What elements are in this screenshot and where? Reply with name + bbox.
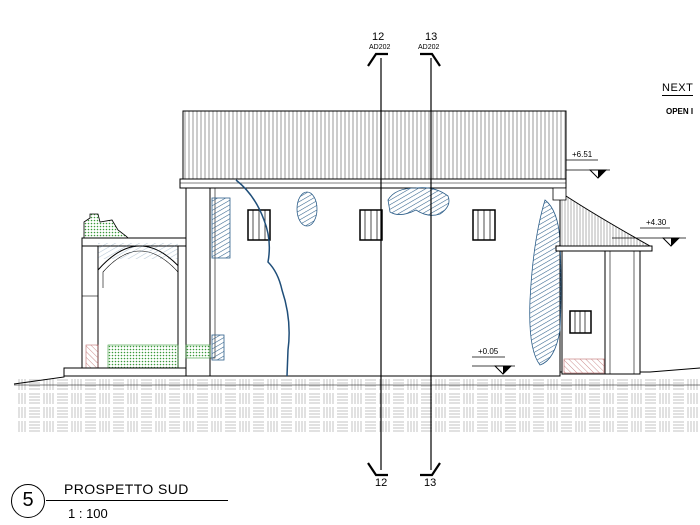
crack-line	[235, 179, 290, 377]
section-sheet: AD202	[418, 44, 440, 51]
level-label: +0.05	[478, 347, 499, 356]
damage-hatch	[211, 187, 562, 366]
section-number-bottom: 13	[424, 477, 436, 489]
section-number-bottom: 12	[375, 477, 387, 489]
main-building	[179, 110, 567, 377]
roof	[182, 110, 567, 180]
title-underline	[46, 500, 228, 501]
section-marker-icon	[420, 52, 441, 477]
view-scale: 1 : 100	[68, 506, 108, 521]
apse	[552, 187, 653, 375]
level-marker-430: +4.30	[612, 218, 686, 247]
ground	[13, 367, 700, 434]
section-line-12: 12 AD202 12	[367, 31, 391, 489]
pilaster	[185, 187, 211, 377]
level-marker-651: +6.51	[566, 150, 610, 179]
section-number: 12	[372, 31, 384, 43]
open-label: OPEN I	[666, 107, 694, 116]
view-number-badge: 5	[11, 484, 45, 518]
section-line-13: 13 AD202 13	[418, 31, 441, 489]
level-label: +4.30	[646, 218, 667, 227]
level-marker-005: +0.05	[472, 347, 515, 375]
section-sheet: AD202	[369, 44, 391, 51]
window-icon	[247, 209, 496, 241]
level-label: +6.51	[572, 150, 593, 159]
section-number: 13	[425, 31, 437, 43]
portico	[63, 213, 211, 377]
cornice	[179, 178, 567, 189]
view-title: PROSPETTO SUD	[64, 481, 189, 497]
next-label: NEXT	[662, 82, 694, 96]
section-marker-icon	[367, 52, 388, 477]
